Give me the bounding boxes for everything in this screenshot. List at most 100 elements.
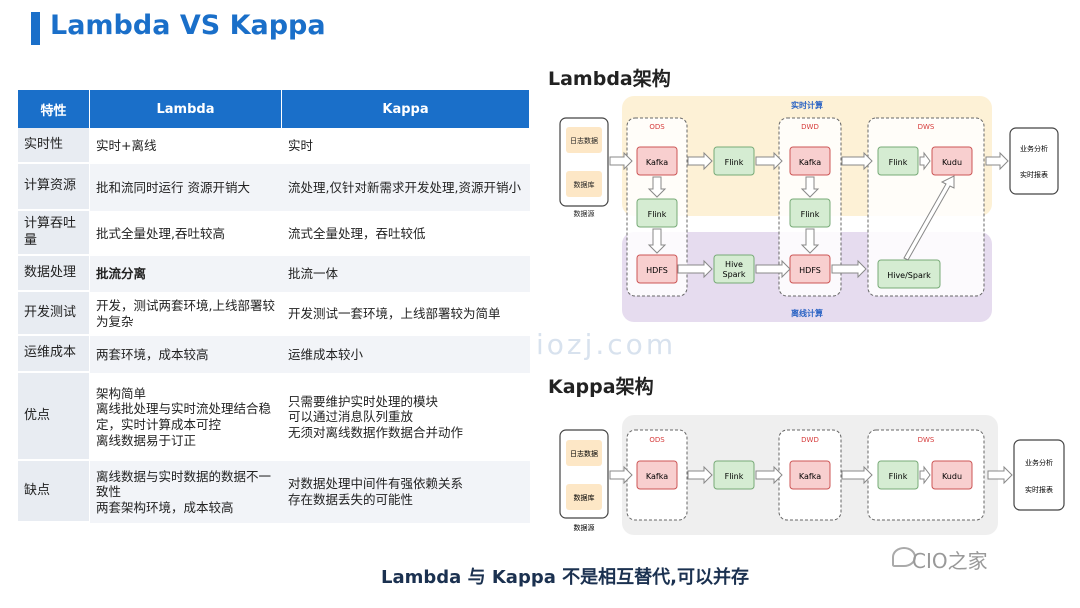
table-row: 数据处理 批流分离 批流一体	[18, 256, 530, 292]
arrow	[755, 465, 783, 485]
arrow	[800, 176, 820, 198]
lambda-hive-text: Hive	[725, 260, 743, 269]
arrow	[919, 151, 931, 171]
arrow	[841, 151, 873, 171]
arrow	[755, 151, 783, 171]
lambda-output-report: 实时报表	[1020, 170, 1048, 179]
table-row: 优点 架构简单 离线批处理与实时流处理结合稳定，实时计算成本可控 离线数据易于订…	[18, 373, 530, 461]
kappa-dws-label: DWS	[918, 436, 935, 444]
row-key: 计算吞吐量	[18, 211, 90, 256]
lambda-output-box	[1009, 127, 1059, 195]
kappa-output-analysis: 业务分析	[1025, 458, 1053, 467]
lambda-kafka-ods-text: Kafka	[646, 158, 668, 167]
kappa-kudu-node	[931, 460, 973, 490]
lambda-flink-ods-text: Flink	[648, 210, 667, 219]
kappa-arrows	[609, 465, 1013, 485]
kappa-ods-label: ODS	[649, 436, 665, 444]
arrow	[841, 465, 873, 485]
title-accent-bar	[31, 12, 40, 45]
header-lambda: Lambda	[90, 90, 282, 128]
kappa-kafka-ods-text: Kafka	[646, 472, 668, 481]
lambda-hdfs-dwd-text: HDFS	[799, 266, 821, 275]
lambda-flink-dws-node	[877, 146, 919, 176]
kappa-source-item	[566, 440, 602, 466]
footer-statement: Lambda 与 Kappa 不是相互替代,可以并存	[381, 567, 749, 588]
row-kappa: 运维成本较小	[282, 336, 530, 373]
header-kappa: Kappa	[282, 90, 530, 128]
row-kappa: 流处理,仅针对新需求开发处理,资源开销小	[282, 164, 530, 211]
wechat-icon	[892, 547, 916, 567]
kappa-source-db: 数据库	[574, 493, 595, 502]
row-kappa: 对数据处理中间件有强依赖关系 存在数据丢失的可能性	[282, 461, 530, 523]
table-row: 缺点 离线数据与实时数据的数据不一致性 两套架构环境，成本较高 对数据处理中间件…	[18, 461, 530, 523]
table-row: 开发测试 开发，测试两套环境,上线部署较为复杂 开发测试一套环境，上线部署较为简…	[18, 292, 530, 336]
arrow	[677, 259, 713, 279]
kappa-flink-mid-text: Flink	[725, 472, 744, 481]
lambda-kudu-node	[931, 146, 973, 176]
table-row: 实时性 实时+离线 实时	[18, 128, 530, 164]
kappa-output-report: 实时报表	[1025, 485, 1053, 494]
row-lambda: 离线数据与实时数据的数据不一致性 两套架构环境，成本较高	[90, 461, 282, 523]
lambda-kudu-text: Kudu	[942, 158, 962, 167]
arrow	[987, 465, 1013, 485]
lambda-kafka-ods-node	[636, 146, 678, 176]
page-title: Lambda VS Kappa	[50, 10, 326, 41]
lambda-offline-label: 离线计算	[791, 308, 823, 318]
row-lambda: 开发，测试两套环境,上线部署较为复杂	[96, 298, 275, 329]
row-key: 实时性	[18, 128, 90, 164]
header-feature: 特性	[18, 90, 90, 128]
table-row: 计算吞吐量 批式全量处理,吞吐较高 流式全量处理，吞吐较低	[18, 211, 530, 256]
row-key: 运维成本	[18, 336, 90, 373]
kappa-source-item	[566, 484, 602, 510]
kappa-kafka-dwd-node	[789, 460, 831, 490]
row-kappa: 流式全量处理，吞吐较低	[288, 225, 426, 241]
kappa-flink-mid-node	[713, 460, 755, 490]
lambda-hive-spark-dws-text: Hive/Spark	[887, 271, 931, 280]
lambda-output-analysis: 业务分析	[1020, 144, 1048, 153]
kappa-source-label: 数据源	[574, 523, 595, 532]
comparison-table: 特性 Lambda Kappa 实时性 实时+离线 实时 计算资源 批和流同时运…	[18, 90, 530, 523]
arrow	[800, 228, 820, 254]
row-kappa: 批流一体	[282, 256, 530, 292]
lambda-realtime-label: 实时计算	[791, 100, 823, 110]
lambda-source-log: 日志数据	[570, 136, 598, 145]
arrow	[919, 465, 931, 485]
table-row: 计算资源 批和流同时运行 资源开销大 流处理,仅针对新需求开发处理,资源开销小	[18, 164, 530, 211]
row-key: 优点	[18, 373, 90, 461]
lambda-ods-label: ODS	[649, 123, 665, 131]
lambda-hive-spark-dws-node	[877, 259, 941, 289]
row-lambda: 批式全量处理,吞吐较高	[96, 225, 225, 241]
lambda-flink-mid-node	[713, 146, 755, 176]
kappa-flink-dws-text: Flink	[889, 472, 908, 481]
lambda-flink-ods-node	[636, 198, 678, 228]
kappa-flink-dws-node	[877, 460, 919, 490]
lambda-flink-dwd-text: Flink	[801, 210, 820, 219]
table-row: 运维成本 两套环境，成本较高 运维成本较小	[18, 336, 530, 373]
lambda-kafka-dwd-node	[789, 146, 831, 176]
row-lambda: 批流分离	[90, 256, 282, 292]
row-lambda: 实时+离线	[96, 138, 157, 154]
kappa-output-box	[1013, 439, 1065, 511]
lambda-dwd-label: DWD	[801, 123, 819, 131]
row-lambda: 批和流同时运行 资源开销大	[90, 164, 282, 211]
arrow	[831, 259, 867, 279]
arrow	[647, 228, 667, 254]
arrow	[687, 465, 713, 485]
lambda-flink-dws-text: Flink	[889, 158, 908, 167]
lambda-spark-text: Spark	[723, 270, 746, 279]
arrow	[609, 151, 633, 171]
row-key: 开发测试	[18, 292, 90, 336]
lambda-source-label: 数据源	[574, 209, 595, 218]
row-key: 计算资源	[18, 164, 90, 211]
arrow	[985, 151, 1009, 171]
watermark: CIO之家	[912, 549, 988, 573]
row-kappa: 只需要维护实时处理的模块 可以通过消息队列重放 无须对离线数据作数据合并动作	[288, 393, 464, 440]
lambda-source-item	[566, 171, 602, 197]
row-key: 缺点	[18, 461, 90, 523]
kappa-kafka-ods-node	[636, 460, 678, 490]
arrow	[647, 176, 667, 198]
lambda-arrows	[609, 151, 1009, 279]
lambda-source-db: 数据库	[574, 180, 595, 189]
lambda-source-item	[566, 127, 602, 153]
